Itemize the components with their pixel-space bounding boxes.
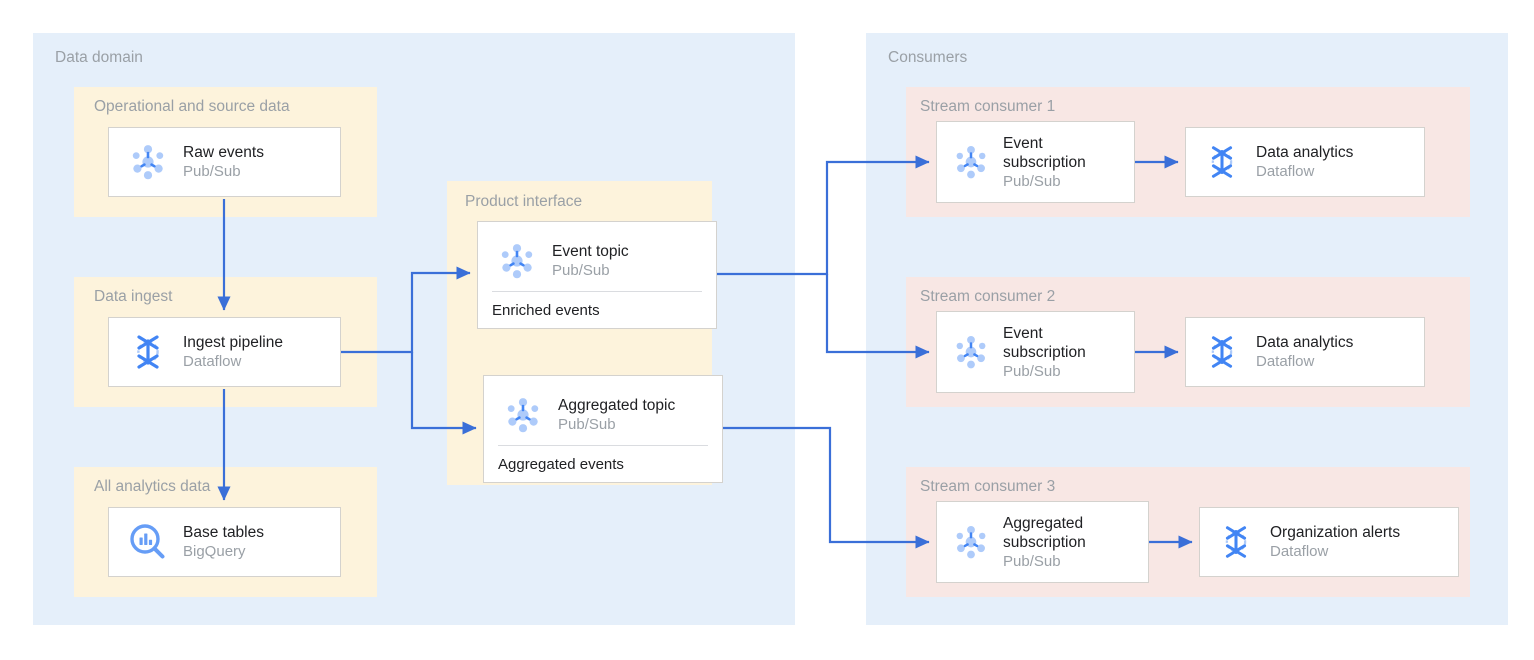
group-data-ingest-label: Data ingest: [94, 288, 173, 305]
card-organization-alerts-3[interactable]: Organization alerts Dataflow: [1199, 507, 1459, 577]
group-operational-label: Operational and source data: [94, 98, 290, 115]
pubsub-icon: [498, 390, 548, 440]
bigquery-icon: [123, 517, 173, 567]
card-title: Event topic: [552, 242, 629, 260]
card-subtitle: Pub/Sub: [183, 163, 241, 180]
card-subtitle: Dataflow: [1256, 163, 1315, 180]
card-aggregated-topic[interactable]: Aggregated topic Pub/Sub Aggregated even…: [483, 375, 723, 483]
card-aggregated-subscription-3[interactable]: Aggregated subscription Pub/Sub: [936, 501, 1149, 583]
dataflow-icon: [1212, 518, 1260, 566]
dataflow-icon: [1198, 328, 1246, 376]
card-title: Raw events: [183, 144, 264, 161]
card-event-subscription-2[interactable]: Event subscription Pub/Sub: [936, 311, 1135, 393]
card-event-subscription-1[interactable]: Event subscription Pub/Sub: [936, 121, 1135, 203]
dataflow-icon: [123, 327, 173, 377]
card-data-analytics-1[interactable]: Data analytics Dataflow: [1185, 127, 1425, 197]
card-base-tables[interactable]: Base tables BigQuery: [108, 507, 341, 577]
card-title: Base tables: [183, 524, 264, 541]
zone-data-domain-label: Data domain: [55, 49, 143, 66]
card-title: Aggregated topic: [558, 396, 676, 414]
card-event-topic[interactable]: Event topic Pub/Sub Enriched events: [477, 221, 717, 329]
card-title: Data analytics: [1256, 334, 1354, 351]
card-subtitle: Pub/Sub: [558, 415, 616, 433]
pubsub-icon: [492, 236, 542, 286]
pubsub-icon: [947, 518, 995, 566]
card-title: Data analytics: [1256, 144, 1354, 161]
card-footer: Aggregated events: [498, 445, 708, 482]
card-title: Aggregated subscription: [1003, 514, 1086, 551]
card-subtitle: Dataflow: [1270, 543, 1329, 560]
card-title: Event subscription: [1003, 324, 1086, 361]
card-ingest-pipeline[interactable]: Ingest pipeline Dataflow: [108, 317, 341, 387]
card-subtitle: Pub/Sub: [1003, 172, 1061, 190]
group-stream-consumer-3-label: Stream consumer 3: [920, 478, 1056, 495]
card-title: Ingest pipeline: [183, 334, 283, 351]
group-product-interface-label: Product interface: [465, 193, 583, 210]
card-subtitle: Pub/Sub: [552, 261, 610, 279]
card-subtitle: Pub/Sub: [1003, 552, 1061, 570]
card-subtitle: Pub/Sub: [1003, 362, 1061, 380]
pubsub-icon: [947, 328, 995, 376]
zone-consumers-label: Consumers: [888, 49, 968, 66]
card-title: Event subscription: [1003, 134, 1086, 171]
card-title: Organization alerts: [1270, 524, 1401, 541]
card-subtitle: Dataflow: [183, 353, 242, 370]
card-data-analytics-2[interactable]: Data analytics Dataflow: [1185, 317, 1425, 387]
pubsub-icon: [947, 138, 995, 186]
group-stream-consumer-1-label: Stream consumer 1: [920, 98, 1056, 115]
card-footer: Enriched events: [492, 291, 702, 328]
group-all-analytics-label: All analytics data: [94, 478, 211, 495]
dataflow-icon: [1198, 138, 1246, 186]
group-stream-consumer-2-label: Stream consumer 2: [920, 288, 1056, 305]
card-subtitle: Dataflow: [1256, 353, 1315, 370]
card-raw-events[interactable]: Raw events Pub/Sub: [108, 127, 341, 197]
card-subtitle: BigQuery: [183, 543, 246, 560]
pubsub-icon: [123, 137, 173, 187]
